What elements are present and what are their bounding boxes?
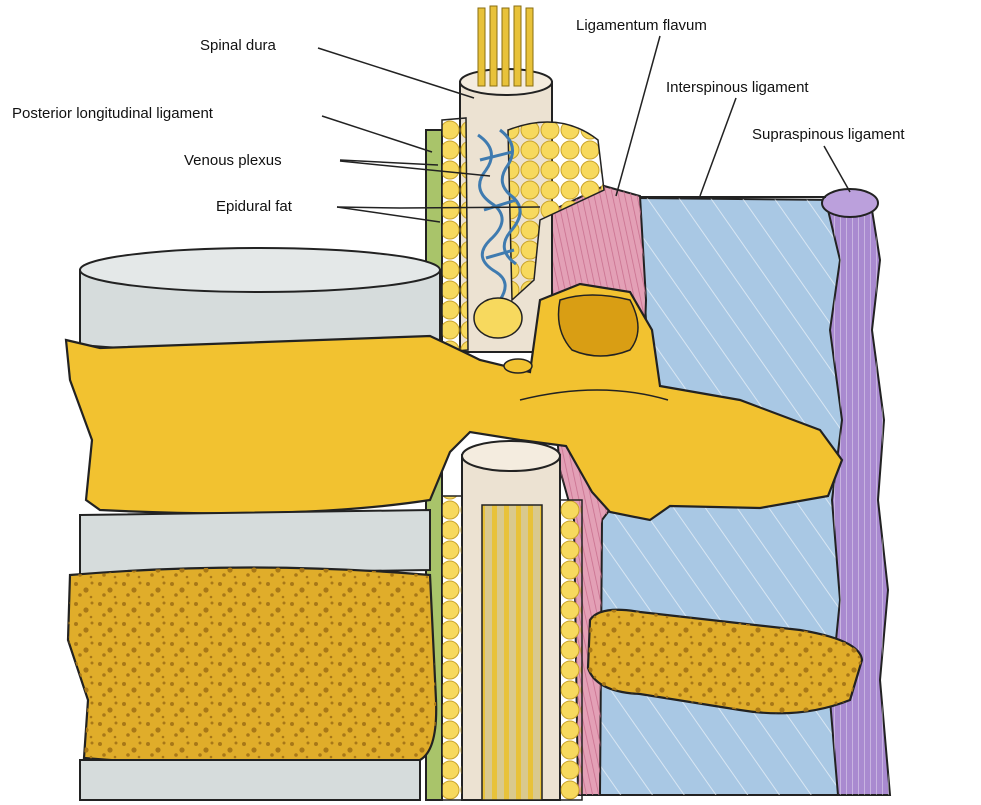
- label-spinal-dura: Spinal dura: [200, 37, 276, 55]
- lower-vertebra-section: [68, 568, 436, 801]
- label-epidural-fat: Epidural fat: [216, 198, 292, 216]
- lower-spinal-dura-shape: [462, 441, 560, 800]
- label-supraspinous-ligament: Supraspinous ligament: [752, 126, 905, 144]
- label-posterior-longitudinal-ligament: Posterior longitudinal ligament: [12, 105, 213, 123]
- label-ligamentum-flavum: Ligamentum flavum: [576, 17, 707, 35]
- label-interspinous-ligament: Interspinous ligament: [666, 79, 809, 97]
- lower-intervertebral-disc: [80, 510, 430, 575]
- label-venous-plexus: Venous plexus: [184, 152, 282, 170]
